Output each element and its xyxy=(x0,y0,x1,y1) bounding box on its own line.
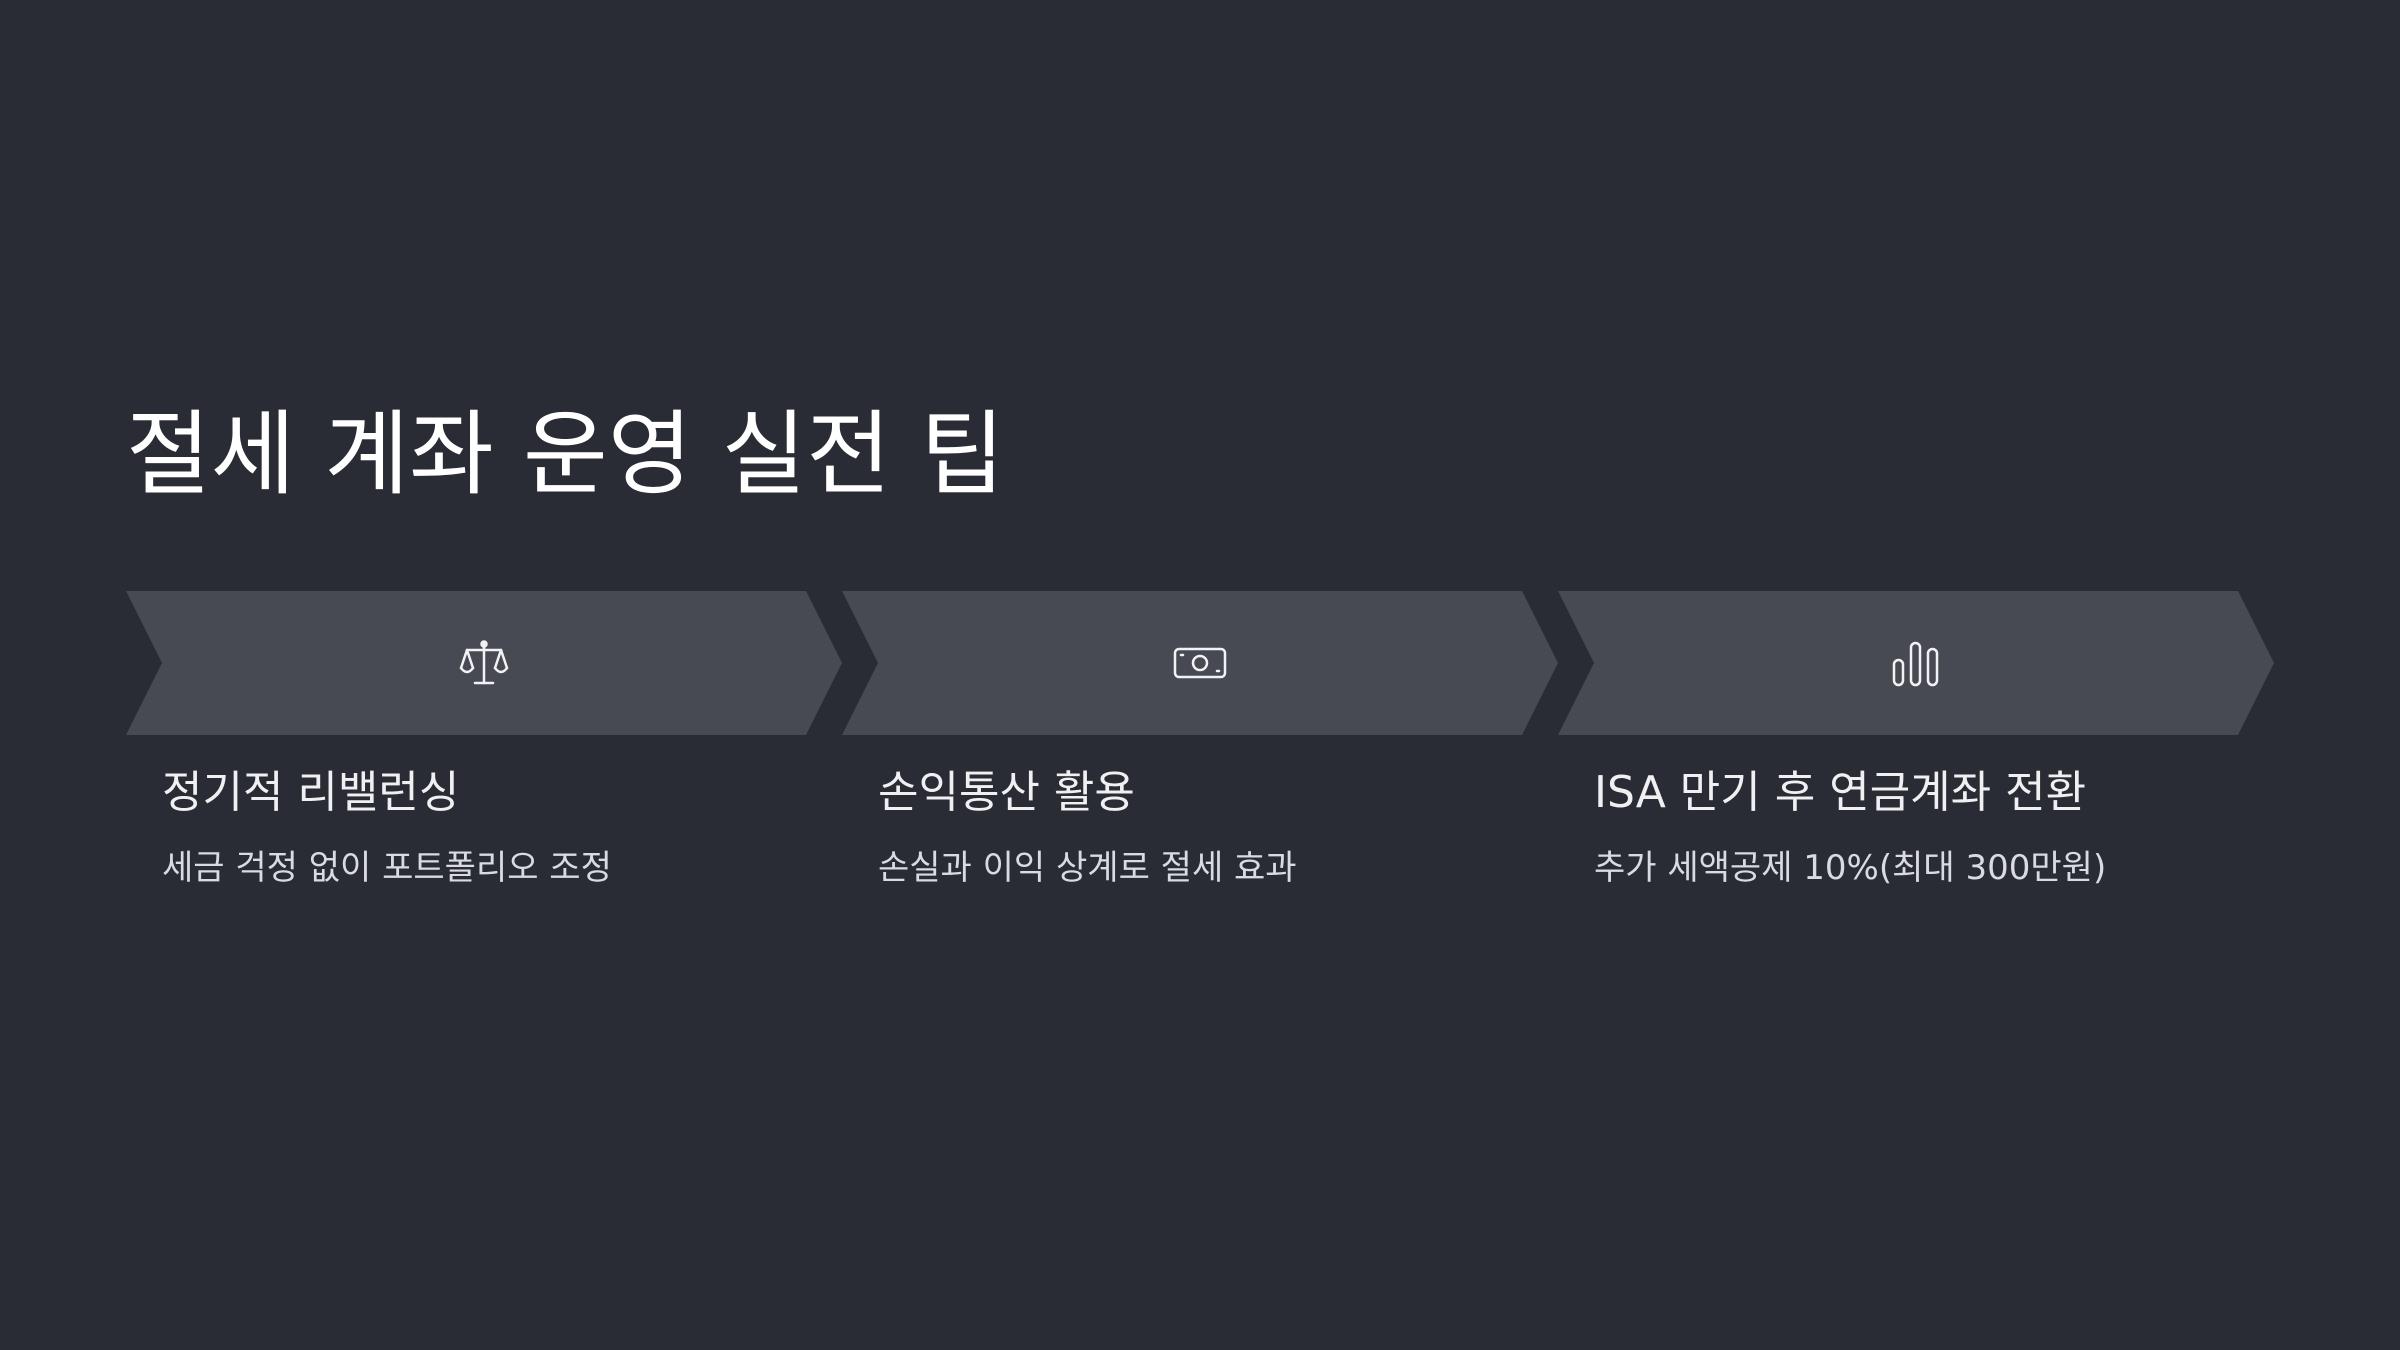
chevron-shape xyxy=(842,591,1558,735)
process-steps: 정기적 리밸런싱 세금 걱정 없이 포트폴리오 조정 손익통산 활용 손실과 이… xyxy=(126,591,2274,941)
slide-title: 절세 계좌 운영 실전 팁 xyxy=(126,401,1005,508)
chevron-shape xyxy=(126,591,842,735)
step-title: ISA 만기 후 연금계좌 전환 xyxy=(1594,767,2087,818)
step-title: 손익통산 활용 xyxy=(878,767,1135,818)
step-loss-offset: 손익통산 활용 손실과 이익 상계로 절세 효과 xyxy=(842,591,1558,941)
step-isa-conversion: ISA 만기 후 연금계좌 전환 추가 세액공제 10%(최대 300만원) xyxy=(1558,591,2274,941)
step-title: 정기적 리밸런싱 xyxy=(162,767,460,818)
step-description: 세금 걱정 없이 포트폴리오 조정 xyxy=(162,848,612,888)
step-description: 추가 세액공제 10%(최대 300만원) xyxy=(1594,848,2107,888)
step-description: 손실과 이익 상계로 절세 효과 xyxy=(878,848,1297,888)
step-rebalancing: 정기적 리밸런싱 세금 걱정 없이 포트폴리오 조정 xyxy=(126,591,842,941)
bar-chart-icon xyxy=(1892,641,1939,687)
balance-scale-icon xyxy=(459,640,509,685)
chevron-shape xyxy=(1558,591,2274,735)
banknote-icon xyxy=(1173,647,1227,679)
